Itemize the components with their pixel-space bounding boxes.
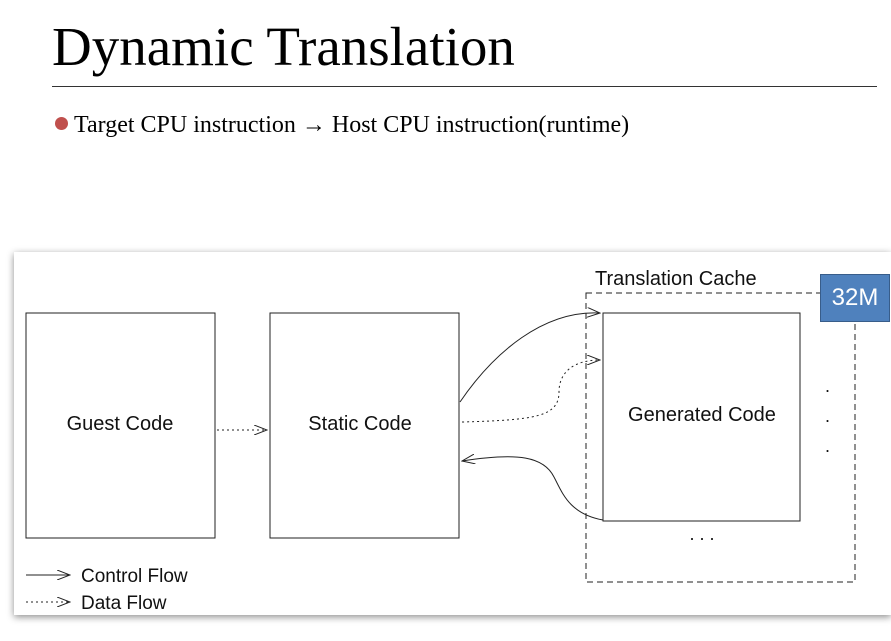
control-flow-arrow-static-to-generated [459, 313, 600, 403]
cache-size-badge: 32M [820, 274, 890, 322]
guest-code-label: Guest Code [67, 413, 174, 435]
translation-cache-region [585, 292, 856, 583]
translation-diagram: Translation Cache Guest Code Static Code… [25, 268, 856, 614]
title-divider [52, 86, 877, 87]
static-code-box [269, 312, 460, 539]
bullet-item: Target CPU instruction → Host CPU instru… [55, 110, 629, 140]
control-flow-arrow-generated-to-static [462, 457, 604, 521]
generated-code-box [602, 312, 801, 522]
diagram-panel: Translation Cache Guest Code Static Code… [14, 252, 891, 615]
generated-code-label: Generated Code [628, 404, 776, 426]
legend-data-flow-label: Data Flow [81, 593, 167, 614]
bullet-dot-icon [55, 117, 68, 130]
slide-title: Dynamic Translation [52, 16, 515, 77]
data-flow-arrow-static-to-generated [461, 360, 600, 423]
vertical-ellipsis-dot-3: . [825, 436, 830, 456]
bullet-text: Target CPU instruction → Host CPU instru… [74, 112, 630, 138]
guest-code-box [25, 312, 216, 539]
vertical-ellipsis-dot-1: . [825, 376, 830, 396]
legend-control-flow-label: Control Flow [81, 566, 188, 587]
translation-cache-label: Translation Cache [595, 268, 757, 290]
vertical-ellipsis-dot-2: . [825, 406, 830, 426]
static-code-label: Static Code [308, 413, 411, 435]
horizontal-ellipsis: . . . [689, 524, 714, 544]
